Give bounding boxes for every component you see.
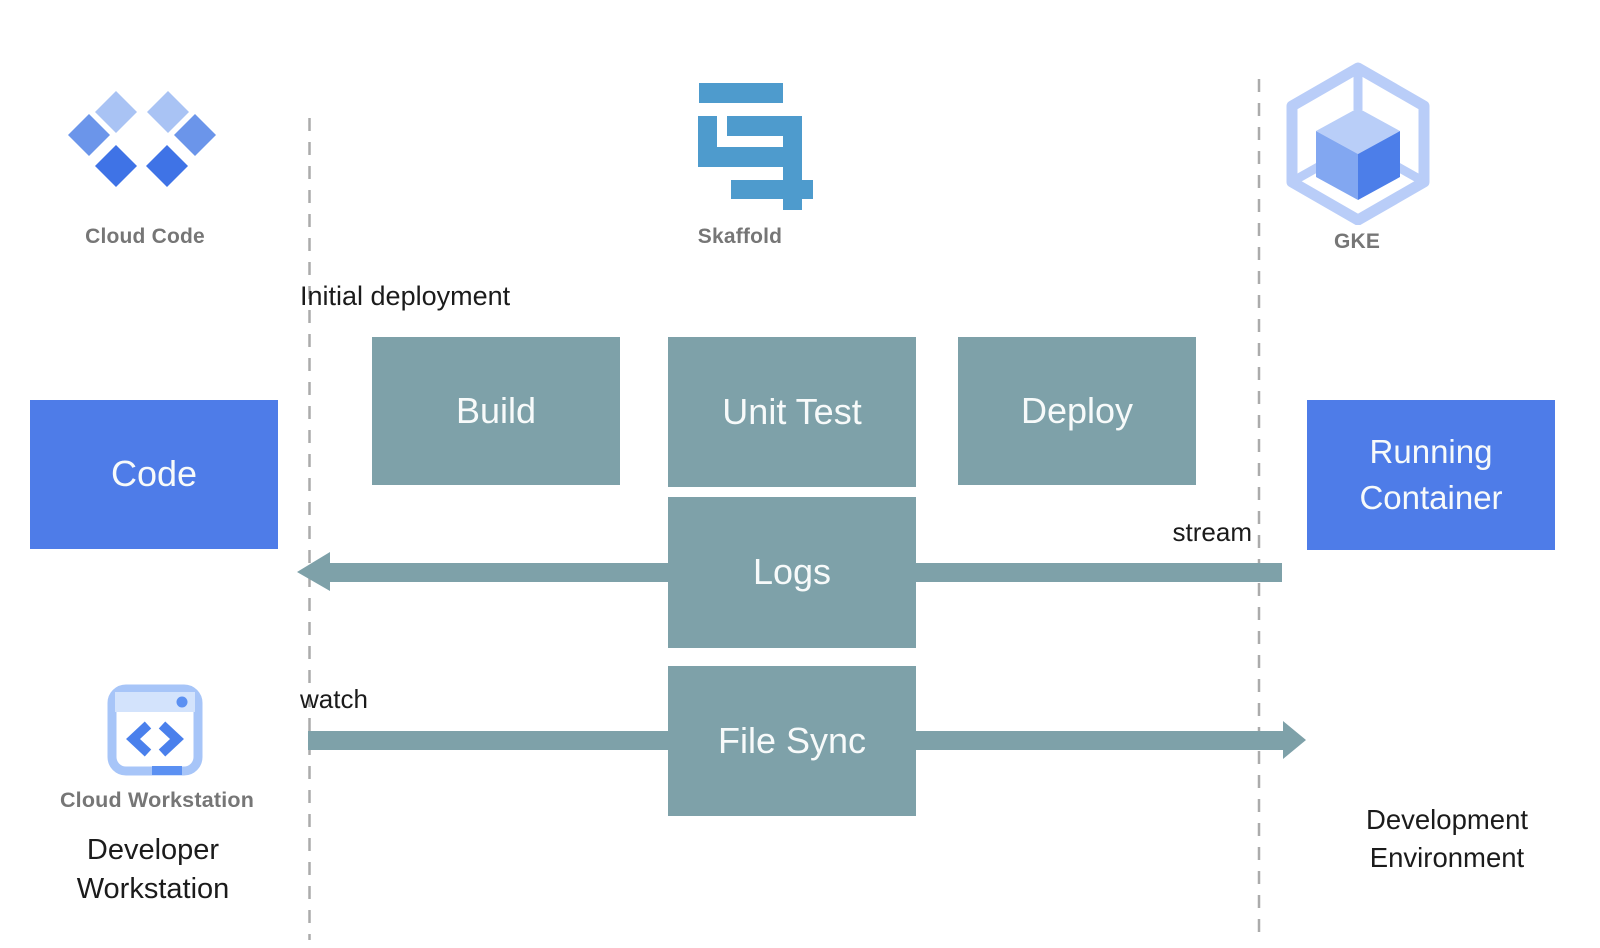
logs-node-label: Logs — [752, 551, 832, 593]
cloud-code-label: Cloud Code — [85, 225, 205, 248]
code-node: Code — [30, 400, 278, 549]
deploy-node: Deploy — [958, 337, 1196, 485]
gke-icon — [1286, 62, 1430, 225]
running-container-node: Running Container — [1307, 400, 1555, 550]
logs-node: Logs — [668, 497, 916, 648]
gke-label: GKE — [1333, 230, 1381, 253]
skaffold-icon — [698, 83, 813, 210]
file-sync-node: File Sync — [668, 666, 916, 816]
development-environment-label: Development Environment — [1365, 804, 1529, 873]
developer-workstation-label: Developer Workstation — [76, 834, 230, 905]
watch-label: watch — [300, 684, 368, 714]
build-node-label: Build — [455, 389, 537, 431]
skaffold-label: Skaffold — [697, 225, 783, 248]
deploy-node-label: Deploy — [1020, 389, 1134, 431]
file-sync-node-label: File Sync — [717, 719, 867, 761]
code-node-label: Code — [110, 453, 198, 495]
cloud-workstation-label: Cloud Workstation — [59, 788, 255, 812]
initial-deployment-label: Initial deployment — [300, 281, 511, 311]
stream-label: stream — [1172, 517, 1252, 547]
cloud-workstation-icon — [107, 684, 203, 776]
unit-test-node-label: Unit Test — [722, 390, 862, 432]
running-container-node-label: Running Container — [1359, 432, 1503, 516]
unit-test-node: Unit Test — [668, 337, 916, 487]
cloud-code-icon — [68, 91, 216, 187]
build-node: Build — [372, 337, 620, 485]
